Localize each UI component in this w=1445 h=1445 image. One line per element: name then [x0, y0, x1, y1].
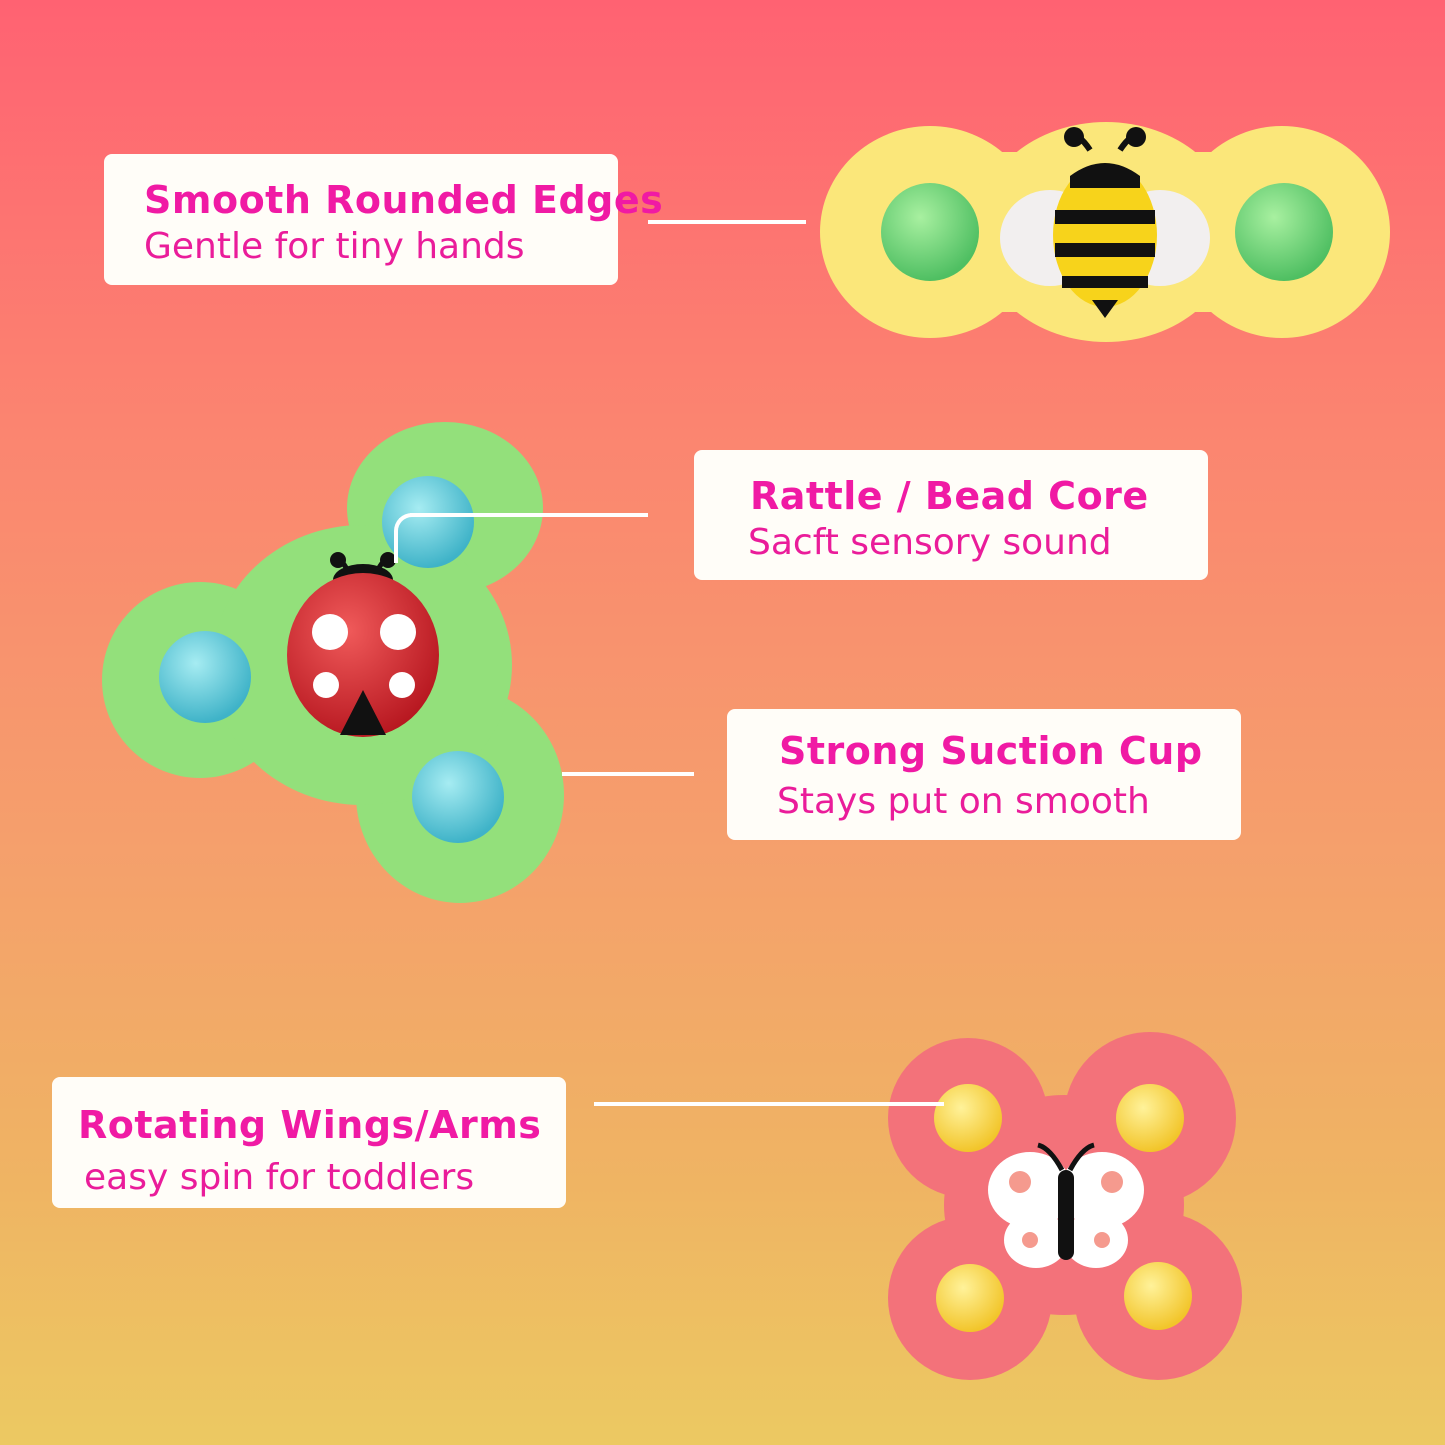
callout-smooth-edges: Smooth Rounded Edges Gentle for tiny han…	[104, 154, 663, 285]
callout-subtitle: Stays put on smooth	[777, 781, 1150, 822]
butterfly-icon	[988, 1142, 1144, 1268]
connector-line-wings	[594, 1102, 944, 1106]
callout-rattle-core: Rattle / Bead Core Sacft sensory sound	[694, 450, 1208, 580]
bee-spinner	[820, 122, 1390, 342]
connector-line-edges	[648, 220, 806, 224]
bee-icon	[1000, 127, 1210, 318]
callout-subtitle: easy spin for toddlers	[84, 1157, 475, 1198]
butterfly-spinner	[888, 1032, 1242, 1380]
connector-line-rattle-hook	[394, 513, 414, 563]
callout-subtitle: Sacft sensory sound	[748, 522, 1112, 563]
callout-subtitle: Gentle for tiny hands	[144, 226, 525, 267]
connector-line-suction	[562, 772, 694, 776]
ladybug-icon	[287, 552, 439, 737]
ladybug-spinner	[102, 422, 564, 903]
callout-rotating-wings: Rotating Wings/Arms easy spin for toddle…	[52, 1077, 566, 1208]
callout-title: Rattle / Bead Core	[750, 474, 1149, 518]
callout-title: Rotating Wings/Arms	[78, 1103, 542, 1147]
connector-line-rattle	[410, 513, 648, 517]
callout-title: Smooth Rounded Edges	[144, 178, 664, 222]
callout-title: Strong Suction Cup	[779, 729, 1203, 773]
callout-suction-cup: Strong Suction Cup Stays put on smooth	[727, 709, 1241, 840]
